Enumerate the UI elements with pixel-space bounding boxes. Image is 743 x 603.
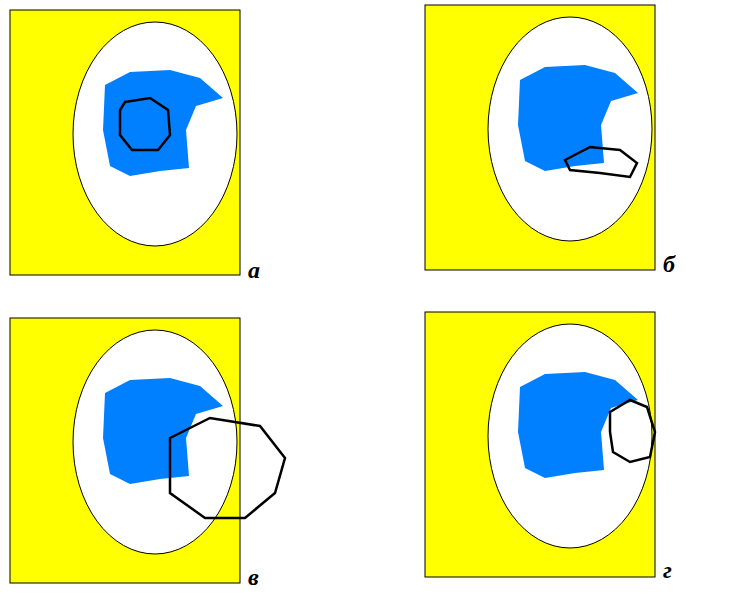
panel-letter: г <box>663 558 672 582</box>
panel-letter: в <box>248 565 259 589</box>
panel-g <box>425 312 655 577</box>
panel-letter: б <box>663 252 675 276</box>
panel-b <box>425 5 655 270</box>
panel-v <box>10 318 285 583</box>
panel-letter: а <box>248 258 260 282</box>
panel-a <box>10 10 240 275</box>
